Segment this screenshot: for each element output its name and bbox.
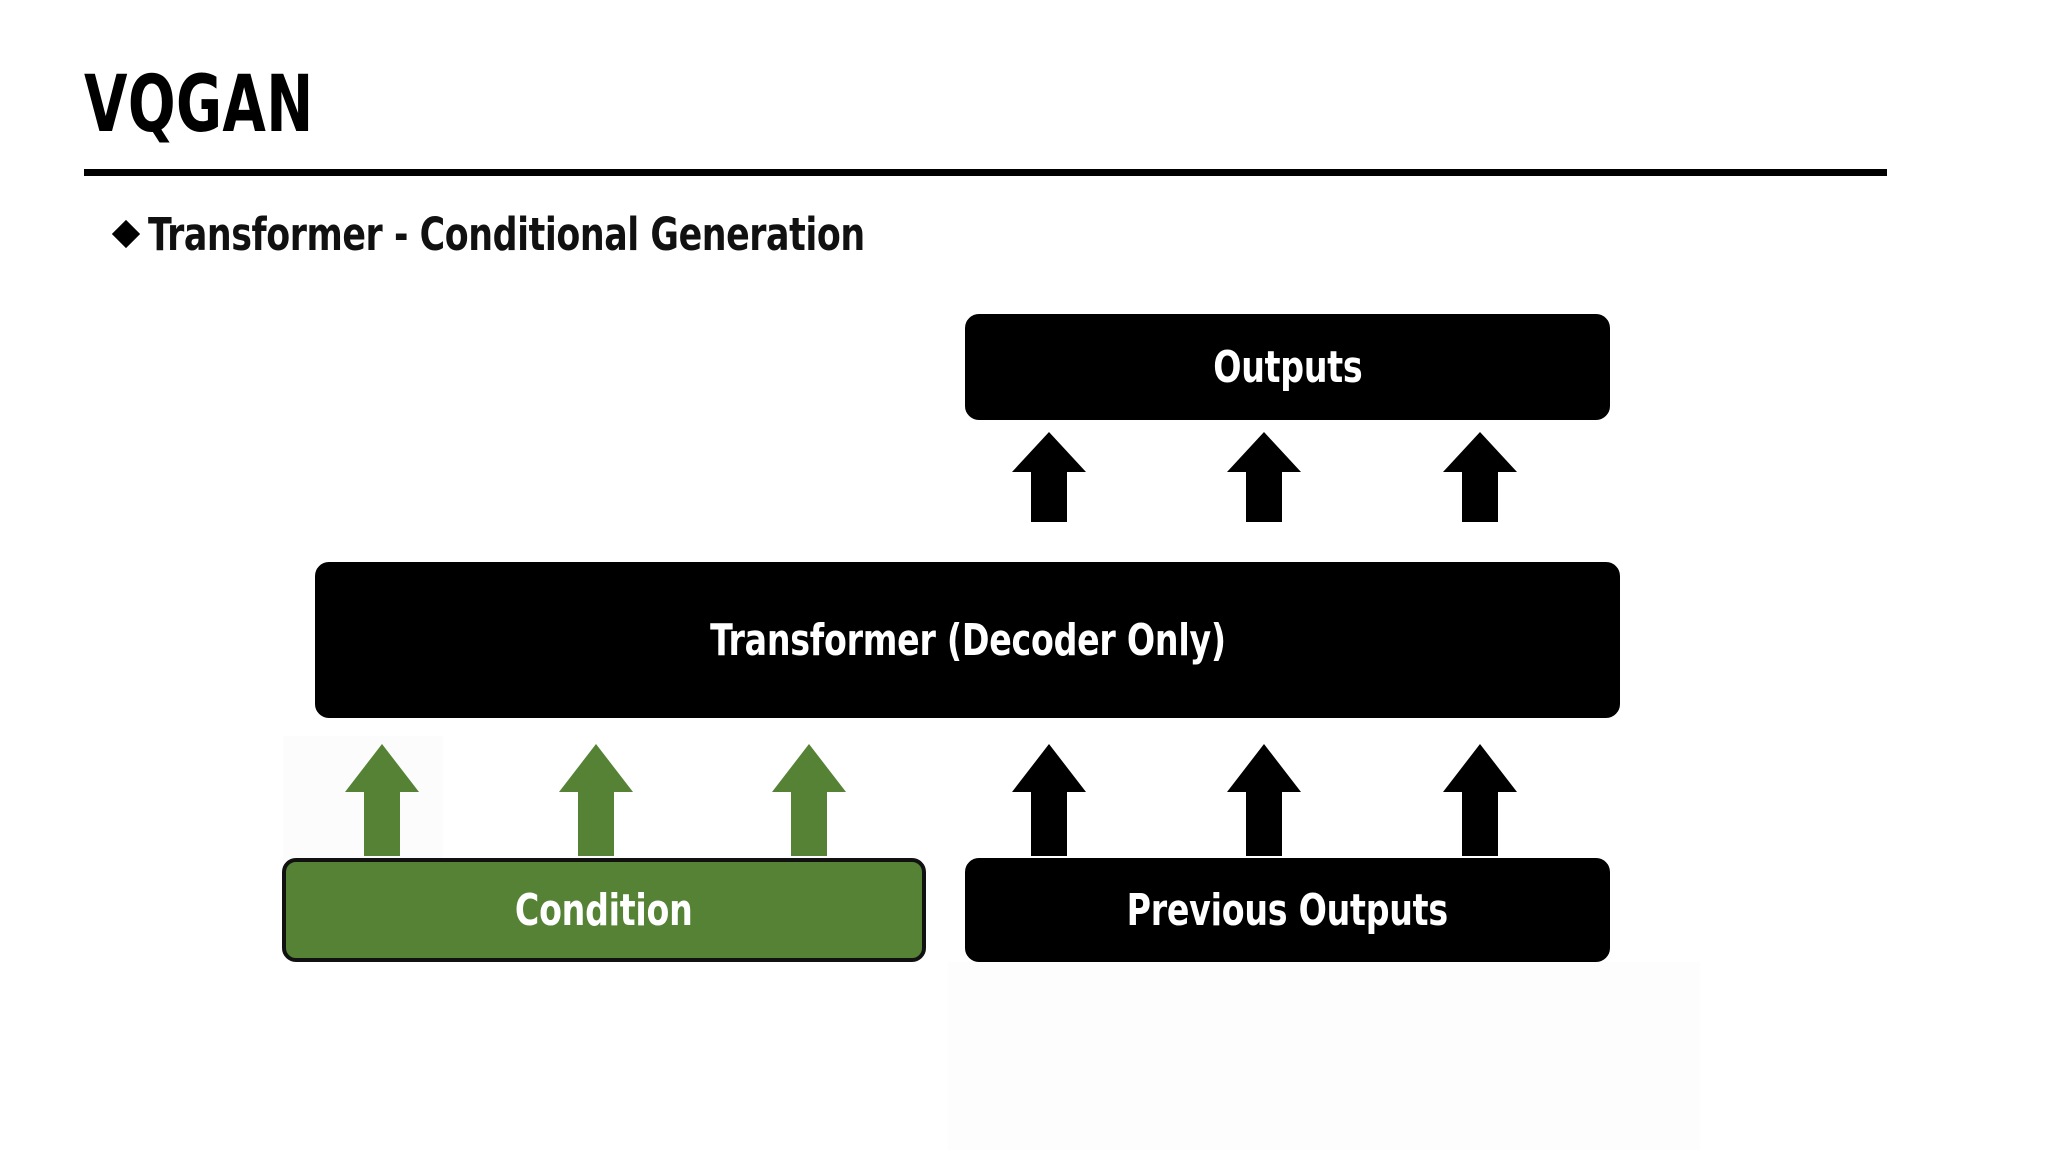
node-condition[interactable]: Condition bbox=[282, 858, 926, 962]
bullet-line: Transformer - Conditional Generation bbox=[112, 208, 981, 261]
node-transformer[interactable]: Transformer (Decoder Only) bbox=[315, 562, 1620, 718]
node-condition-label: Condition bbox=[515, 884, 693, 936]
arrow-up-transformer-to-outputs-3 bbox=[1443, 432, 1517, 522]
arrow-up-condition-to-transformer-3 bbox=[772, 744, 846, 856]
arrow-up-condition-to-transformer-2 bbox=[559, 744, 633, 856]
node-previous-outputs-label: Previous Outputs bbox=[1126, 884, 1449, 936]
diamond-bullet-icon bbox=[112, 220, 142, 250]
arrow-up-prevoutputs-to-transformer-1 bbox=[1012, 744, 1086, 856]
arrow-up-transformer-to-outputs-1 bbox=[1012, 432, 1086, 522]
page-title: VQGAN bbox=[84, 60, 314, 150]
arrow-up-condition-to-transformer-1 bbox=[345, 744, 419, 856]
arrow-up-prevoutputs-to-transformer-2 bbox=[1227, 744, 1301, 856]
background-panel-right bbox=[948, 962, 1700, 1150]
bullet-text: Transformer - Conditional Generation bbox=[148, 208, 865, 261]
node-outputs-label: Outputs bbox=[1212, 341, 1363, 393]
arrow-up-transformer-to-outputs-2 bbox=[1227, 432, 1301, 522]
background-panel-left bbox=[283, 736, 443, 864]
arrow-up-prevoutputs-to-transformer-3 bbox=[1443, 744, 1517, 856]
node-transformer-label: Transformer (Decoder Only) bbox=[709, 614, 1226, 666]
title-divider bbox=[84, 169, 1887, 176]
node-previous-outputs[interactable]: Previous Outputs bbox=[965, 858, 1610, 962]
node-outputs[interactable]: Outputs bbox=[965, 314, 1610, 420]
